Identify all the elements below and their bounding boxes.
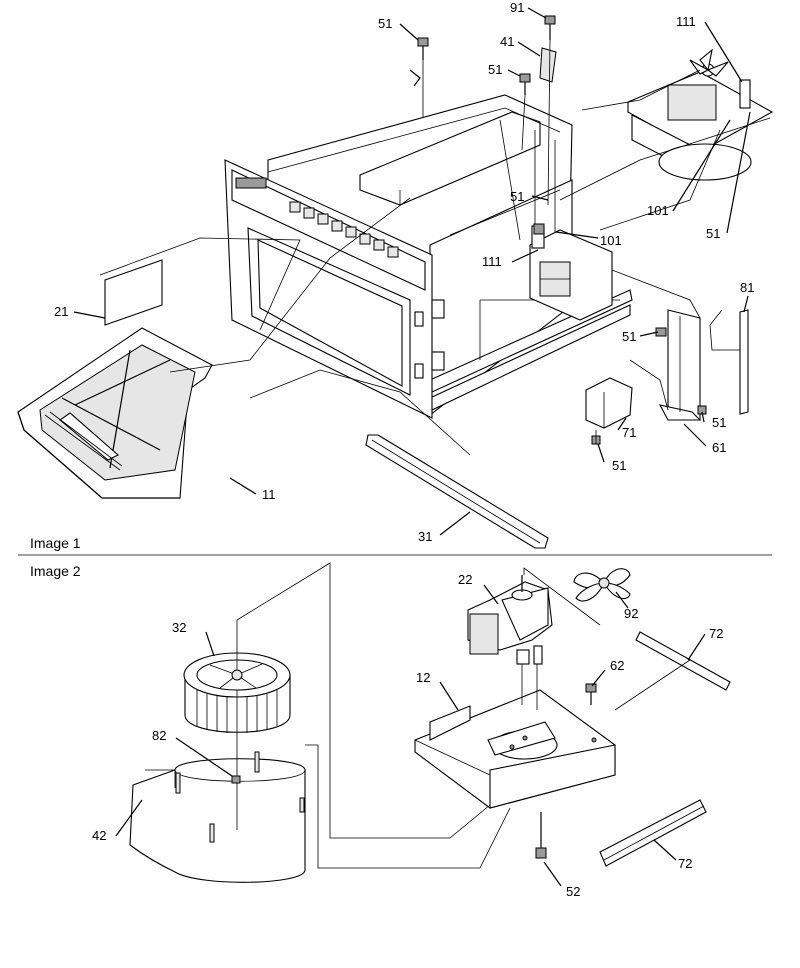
image-1-assembly: 51 91 41 51 111 51 101 51 101 111 81 21 … (17, 0, 774, 549)
callout-51-mid: 51 (510, 189, 524, 204)
callout-111-center: 111 (482, 254, 502, 269)
part-72-bar-upper (635, 631, 731, 691)
callout-51-upper: 51 (488, 62, 502, 77)
callout-111-top: 111 (676, 14, 696, 29)
part-22-motor (467, 575, 553, 710)
part-82-nut (231, 775, 241, 784)
callout-12: 12 (416, 670, 430, 685)
part-12-bracket (414, 689, 616, 809)
part-71-bracket (585, 377, 633, 429)
part-72-bars (599, 631, 731, 867)
callout-72-upper: 72 (709, 626, 723, 641)
callout-72-lower: 72 (678, 856, 692, 871)
callout-41: 41 (500, 34, 514, 49)
oven-door-front (224, 159, 445, 419)
callout-51-bottom: 51 (612, 458, 626, 473)
callout-51-top: 51 (378, 16, 392, 31)
part-11-tray (17, 327, 213, 499)
part-42-housing (129, 751, 306, 883)
image-2-assembly: 22 92 32 72 62 12 82 42 72 52 (92, 562, 731, 899)
guide-lines-image-2 (236, 562, 691, 869)
part-92-fan-blade (573, 568, 631, 602)
callout-62: 62 (610, 658, 624, 673)
callout-11: 11 (262, 487, 276, 502)
callouts-image-1: 51 91 41 51 111 51 101 51 101 111 81 21 … (54, 0, 754, 544)
callout-32: 32 (172, 620, 186, 635)
callout-31: 31 (418, 529, 432, 544)
callout-22: 22 (458, 572, 472, 587)
callout-101-top: 101 (647, 203, 669, 218)
part-101-motor-top (627, 48, 774, 181)
section-title-image-2: Image 2 (30, 563, 81, 579)
leaders-image-1 (73, 7, 751, 536)
callout-52: 52 (566, 884, 580, 899)
part-72-bar-lower (599, 799, 707, 867)
part-61-bracket (658, 309, 702, 421)
fasteners-image-2 (535, 683, 597, 859)
part-101-motor-center (529, 225, 613, 321)
callout-42: 42 (92, 828, 106, 843)
leaders-image-2 (115, 584, 706, 887)
callout-51-bracket-low: 51 (712, 415, 726, 430)
callout-82: 82 (152, 728, 166, 743)
callout-21: 21 (54, 304, 68, 319)
callout-51-bracket: 51 (622, 329, 636, 344)
part-62-screw (585, 683, 597, 693)
part-31-strip (365, 434, 549, 549)
callout-81: 81 (740, 280, 754, 295)
callout-61: 61 (712, 440, 726, 455)
section-title-image-1: Image 1 (30, 535, 81, 551)
callout-101-center: 101 (600, 233, 622, 248)
callout-92: 92 (624, 606, 638, 621)
callout-91: 91 (510, 0, 524, 15)
part-81-bar (739, 309, 749, 415)
section-divider: Image 1 Image 2 (18, 535, 772, 579)
guide-lines-image-1 (99, 39, 771, 456)
callouts-image-2: 22 92 32 72 62 12 82 42 72 52 (92, 572, 723, 899)
part-32-blower-wheel (183, 652, 291, 733)
callout-71: 71 (622, 425, 636, 440)
callout-51-right: 51 (706, 226, 720, 241)
part-21-plate (104, 259, 163, 326)
part-52-screw (535, 847, 547, 859)
